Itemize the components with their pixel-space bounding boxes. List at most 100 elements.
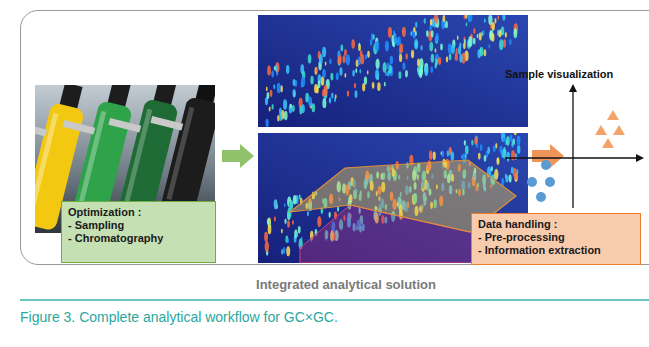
- peak-spot: [281, 249, 283, 255]
- peak-spot: [455, 52, 458, 61]
- peak-spot: [503, 39, 506, 47]
- peak-spot: [337, 206, 339, 211]
- peak-spot: [503, 137, 505, 142]
- peak-spot: [286, 65, 289, 74]
- peak-spot: [430, 19, 432, 25]
- peak-spot: [446, 56, 448, 62]
- peak-spot: [493, 145, 496, 152]
- peak-spot: [351, 39, 355, 48]
- peak-spot: [267, 92, 270, 99]
- peak-spot: [271, 70, 274, 77]
- box-heading: Optimization :: [68, 206, 209, 219]
- peak-spot: [478, 153, 481, 160]
- peak-spot: [292, 220, 294, 225]
- peak-spot: [354, 83, 356, 89]
- peak-spot: [331, 93, 333, 99]
- peak-spot: [431, 54, 435, 63]
- peak-spot: [473, 28, 475, 34]
- peak-spot: [424, 66, 428, 76]
- peak-spot: [509, 134, 512, 142]
- peak-spot: [488, 15, 492, 25]
- peak-spot: [477, 34, 479, 38]
- peak-spot: [265, 119, 268, 127]
- box-item: - Information extraction: [478, 244, 634, 257]
- peak-spot: [487, 147, 490, 154]
- peak-spot: [330, 73, 333, 81]
- peak-spot: [319, 54, 323, 64]
- chromatogram-peaks: [265, 15, 521, 127]
- peak-spot: [465, 15, 467, 19]
- peak-spot: [505, 174, 507, 179]
- peak-spot: [509, 174, 512, 182]
- peak-spot: [502, 15, 505, 21]
- peak-spot: [513, 133, 517, 135]
- peak-spot: [290, 200, 293, 209]
- peak-spot: [464, 140, 466, 146]
- sample-triangle: [607, 110, 619, 120]
- peak-spot: [497, 15, 499, 20]
- peak-spot: [392, 40, 394, 46]
- peak-spot: [387, 62, 390, 69]
- peak-spot: [317, 216, 321, 227]
- peak-spot: [474, 137, 477, 145]
- peak-spot: [424, 18, 426, 24]
- peak-spot: [450, 151, 454, 161]
- peak-spot: [413, 27, 415, 33]
- peak-spot: [315, 67, 318, 75]
- peak-spot: [499, 146, 502, 154]
- peak-spot: [285, 236, 288, 244]
- spout: [62, 120, 95, 135]
- peak-spot: [355, 68, 357, 73]
- peak-spot: [335, 94, 337, 98]
- peak-spot: [273, 84, 275, 89]
- peak-spot: [429, 151, 433, 160]
- peak-spot: [270, 90, 273, 97]
- peak-spot: [431, 66, 433, 72]
- spout: [35, 122, 47, 137]
- peak-spot: [355, 90, 358, 98]
- peak-spot: [431, 30, 434, 37]
- peak-spot: [336, 73, 339, 81]
- peak-spot: [284, 111, 288, 120]
- peak-spot: [499, 39, 503, 50]
- peak-spot: [515, 153, 518, 160]
- peak-spot: [492, 22, 495, 31]
- peak-spot: [274, 66, 276, 71]
- peak-spot: [344, 49, 347, 56]
- peak-spot: [458, 46, 461, 55]
- box-heading: Data handling :: [478, 218, 634, 231]
- highlight: [35, 113, 58, 206]
- peak-spot: [506, 136, 510, 145]
- peak-spot: [457, 36, 459, 40]
- peak-spot: [420, 45, 422, 50]
- separator-line: [20, 299, 649, 301]
- peak-spot: [367, 51, 370, 58]
- peak-spot: [342, 55, 345, 63]
- peak-spot: [266, 87, 268, 92]
- peak-spot: [490, 15, 493, 16]
- peak-spot: [426, 30, 429, 37]
- peak-spot: [494, 169, 498, 180]
- peak-spot: [442, 151, 444, 157]
- peak-spot: [375, 69, 379, 79]
- peak-spot: [284, 203, 286, 207]
- scatter-plot: [505, 84, 644, 208]
- peak-spot: [372, 82, 375, 89]
- peak-spot: [479, 32, 482, 40]
- peak-spot: [339, 67, 342, 76]
- peak-spot: [440, 43, 443, 50]
- green-arrow: [222, 144, 254, 168]
- peak-spot: [465, 145, 469, 154]
- peak-spot: [322, 69, 326, 78]
- peak-spot: [293, 195, 297, 205]
- peak-spot: [271, 104, 273, 110]
- peak-spot: [308, 97, 312, 107]
- sample-triangle: [595, 125, 607, 135]
- outer-frame: Integrated analytical solutionOptimizati…: [20, 10, 649, 265]
- peak-spot: [289, 104, 293, 114]
- peak-spot: [389, 66, 393, 76]
- peak-spot: [468, 15, 472, 22]
- peak-spot: [367, 70, 369, 74]
